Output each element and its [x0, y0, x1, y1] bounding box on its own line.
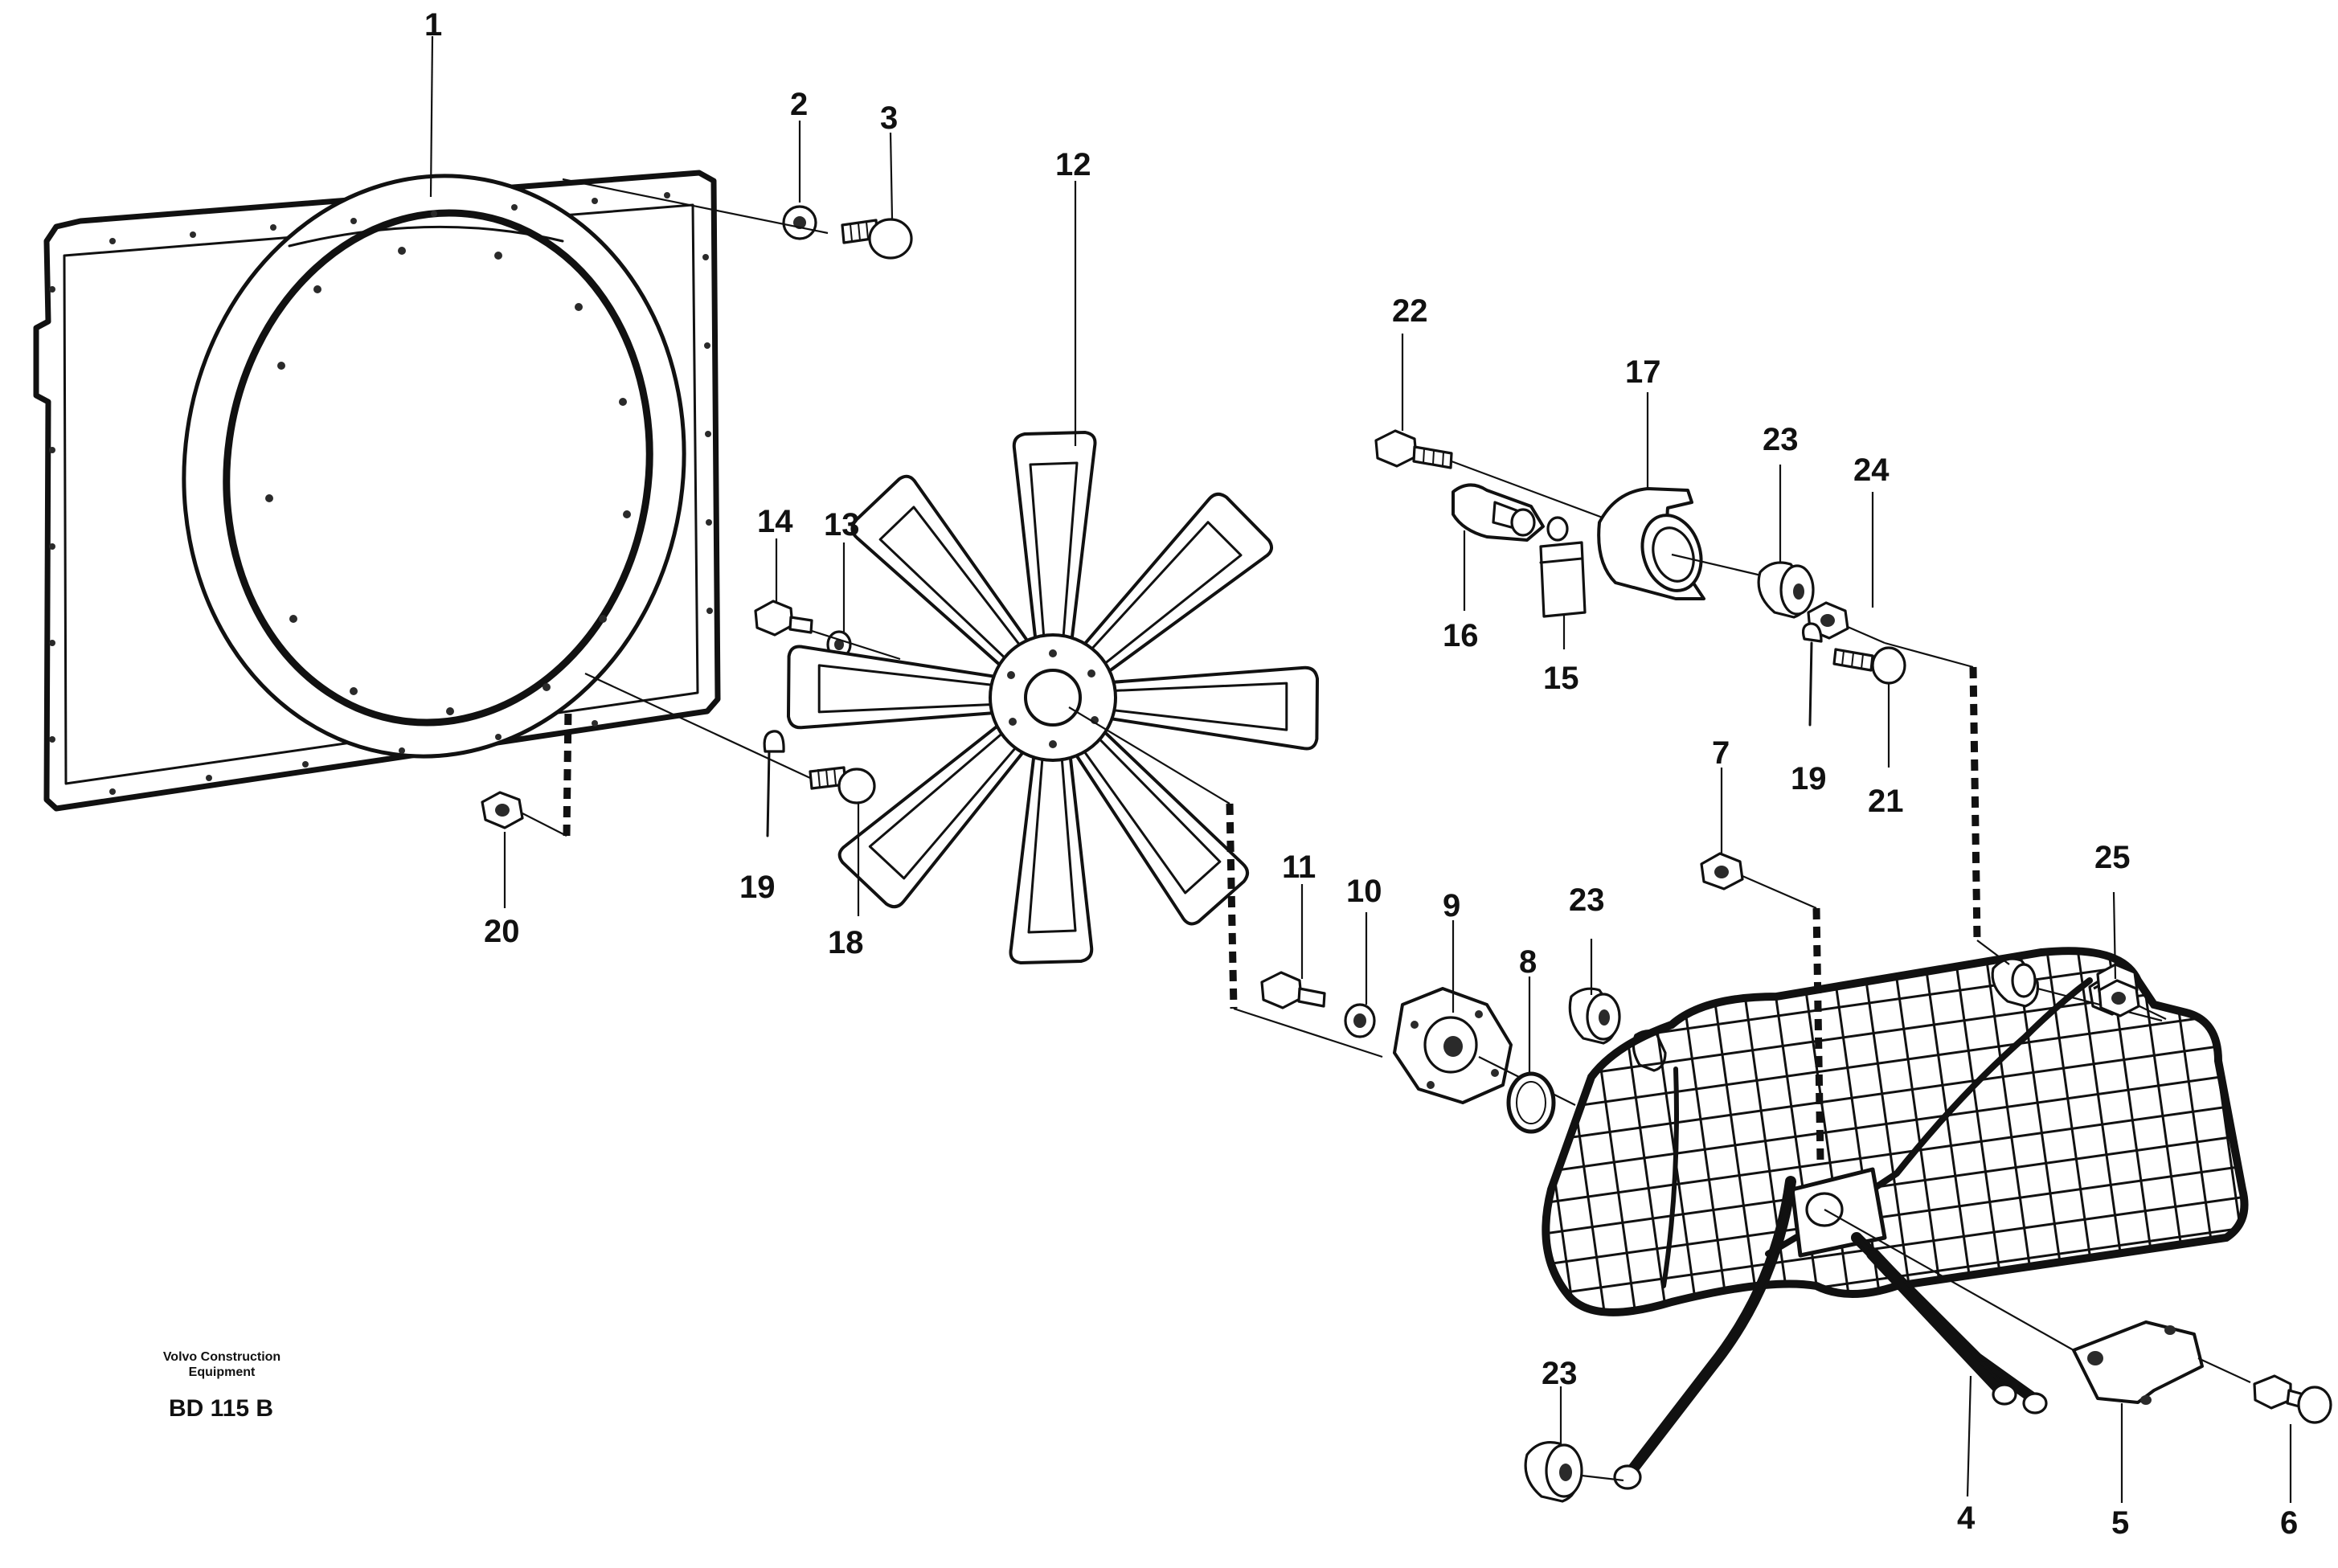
- part-23-bushing-upper: [1757, 561, 1815, 619]
- nut-25: [2098, 979, 2140, 1017]
- part-23-bushing-middle: [1568, 987, 1621, 1045]
- callout-25: 25: [2094, 840, 2131, 875]
- part-9-hub: [1393, 987, 1513, 1104]
- callout-22: 22: [1392, 293, 1428, 329]
- callout-2: 2: [790, 87, 808, 122]
- callout-8: 8: [1519, 944, 1537, 980]
- callout-20: 20: [484, 914, 520, 949]
- callout-23-middle: 23: [1569, 882, 1605, 918]
- callout-6: 6: [2280, 1505, 2298, 1541]
- part-8-o-ring: [1506, 1071, 1556, 1134]
- part-19-lock-washer-left: [763, 730, 785, 837]
- figure-code: BD 115 B: [169, 1395, 273, 1422]
- part-22-bolt: [1374, 429, 1453, 469]
- part-16-clamp: [1452, 483, 1569, 542]
- part-12-fan: [787, 431, 1383, 1058]
- part-10-washer: [1344, 1003, 1376, 1038]
- callout-16: 16: [1443, 618, 1479, 653]
- part-19-lock-washer-right: [1801, 622, 1823, 727]
- part-15-plate: [1539, 541, 1587, 618]
- callout-18: 18: [828, 925, 864, 960]
- callout-13: 13: [824, 507, 860, 542]
- callout-9: 9: [1443, 888, 1460, 923]
- callout-5: 5: [2111, 1505, 2129, 1541]
- part-14-screw: [754, 600, 813, 637]
- callout-4: 4: [1957, 1500, 1976, 1536]
- callout-14: 14: [757, 504, 793, 539]
- part-11-screw: [1260, 971, 1326, 1009]
- part-5-mount-bracket: [2072, 1320, 2204, 1405]
- part-2-washer: [782, 205, 817, 240]
- callout-leaders: [429, 35, 2292, 1503]
- callout-19-right: 19: [1791, 761, 1827, 796]
- upper-right-bushing: [1991, 957, 2040, 1008]
- callout-15: 15: [1543, 661, 1579, 696]
- callout-21: 21: [1868, 784, 1904, 819]
- callout-1: 1: [424, 7, 442, 43]
- callout-23-lower: 23: [1542, 1356, 1578, 1391]
- part-18-screw: [809, 766, 876, 804]
- part-4-support-arm: [1866, 1247, 2017, 1406]
- callout-12: 12: [1055, 147, 1091, 182]
- callout-labels: 1 2 3 12 14 13 20 19 18 11 10 9 8 23 7 2…: [424, 7, 2298, 1541]
- part-20-nut: [481, 706, 572, 837]
- callout-7: 7: [1712, 735, 1730, 771]
- fan-shroud: [33, 170, 721, 812]
- part-17-tensioner-housing: [1597, 487, 1705, 600]
- brand-line-2: Equipment: [189, 1365, 256, 1379]
- part-21-screw: [1832, 646, 1906, 685]
- callout-19-left: 19: [739, 870, 776, 905]
- callout-3: 3: [880, 100, 898, 136]
- callout-24: 24: [1853, 452, 1890, 488]
- part-23-bushing-lower: [1524, 1441, 1583, 1503]
- part-7-nut: [1700, 852, 1824, 1162]
- callout-11: 11: [1282, 850, 1316, 885]
- part-3-screw: [841, 218, 913, 260]
- brand-line-1: Volvo Construction: [163, 1350, 280, 1364]
- callout-23-upper: 23: [1763, 422, 1799, 457]
- callout-17: 17: [1625, 354, 1661, 390]
- part-6-screw: [2253, 1374, 2332, 1424]
- fan-guard-mesh: [1542, 947, 2249, 1316]
- callout-10: 10: [1346, 874, 1382, 909]
